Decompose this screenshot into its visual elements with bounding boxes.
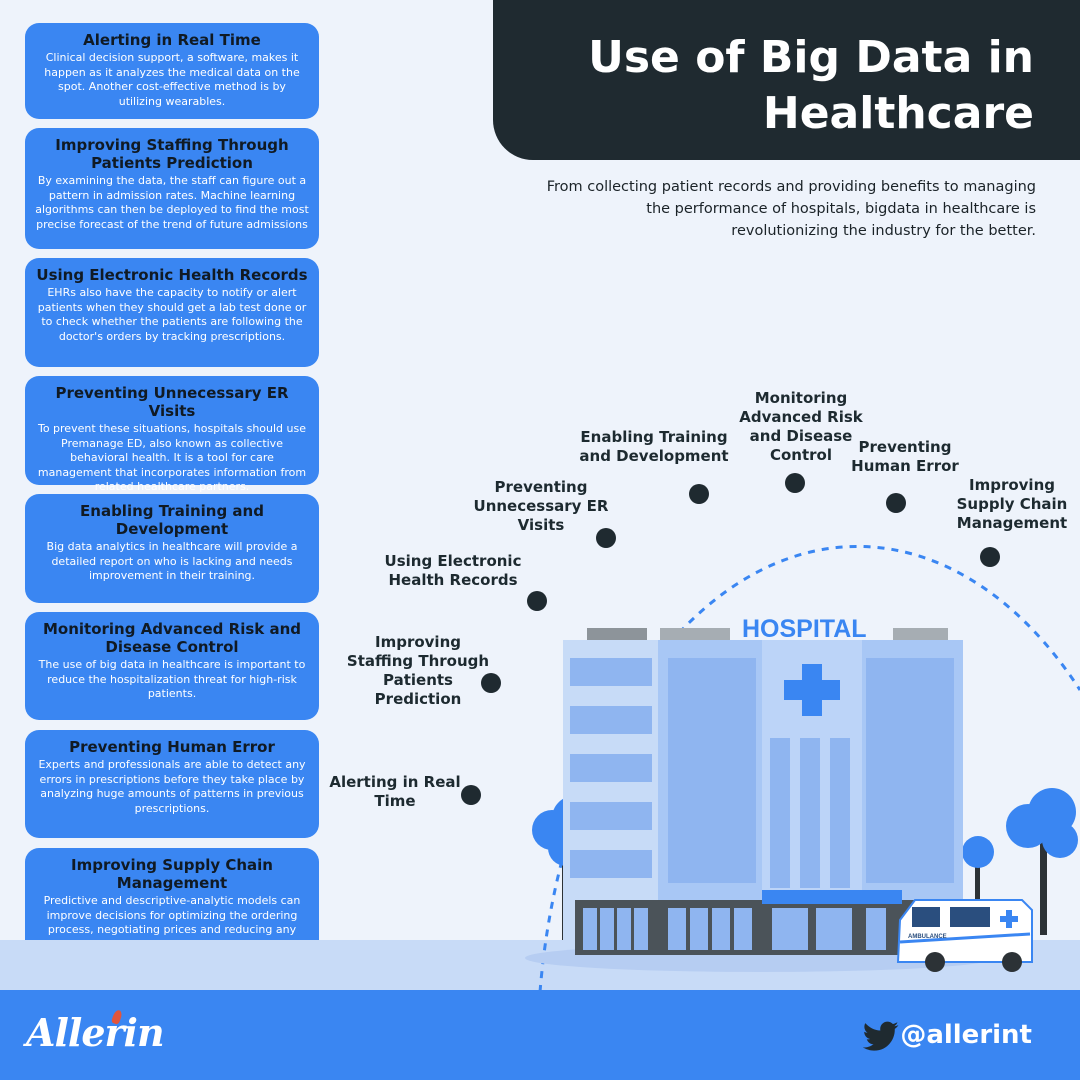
card-title: Preventing Human Error [69, 738, 275, 756]
card-electronic-health-records: Using Electronic Health Records EHRs als… [25, 258, 319, 367]
card-alerting-real-time: Alerting in Real Time Clinical decision … [25, 23, 319, 119]
card-title: Preventing Unnecessary ER Visits [55, 384, 289, 420]
card-title: Using Electronic Health Records [36, 266, 308, 284]
dot-human-error [886, 493, 906, 513]
card-body: Big data analytics in healthcare will pr… [46, 540, 298, 582]
card-body: By examining the data, the staff can fig… [35, 174, 309, 231]
card-body: EHRs also have the capacity to notify or… [37, 286, 307, 343]
card-title: Alerting in Real Time [83, 31, 261, 49]
arc-label-human-error: Preventing Human Error [851, 438, 959, 475]
dot-ehr [527, 591, 547, 611]
card-improving-staffing: Improving Staffing Through Patients Pred… [25, 128, 319, 249]
title-banner [493, 0, 1080, 160]
hospital-building [563, 628, 970, 955]
card-title: Improving Supply Chain Management [71, 856, 273, 892]
ambulance-icon [896, 899, 1033, 972]
arc-label-er-visits: Preventing Unnecessary ER Visits [473, 478, 609, 534]
twitter-handle[interactable]: @allerint [900, 1020, 1032, 1050]
allerin-logo: Allerin [26, 1010, 165, 1055]
intro-text: From collecting patient records and prov… [546, 179, 1036, 239]
arc-label-alerting: Alerting in Real Time [329, 773, 461, 810]
card-preventing-human-error: Preventing Human Error Experts and profe… [25, 730, 319, 838]
tree-small-icon [962, 836, 994, 932]
dot-alerting [461, 785, 481, 805]
dot-monitoring [785, 473, 805, 493]
card-monitoring-risk: Monitoring Advanced Risk and Disease Con… [25, 612, 319, 720]
footer-bar [0, 990, 1080, 1080]
tree-right-icon [1006, 788, 1078, 935]
hospital-sign: HOSPITAL [742, 615, 867, 643]
card-supply-chain: Improving Supply Chain Management Predic… [25, 848, 319, 957]
card-body: Clinical decision support, a software, m… [44, 51, 300, 108]
dot-er-visits [596, 528, 616, 548]
arc-label-supply-chain: Improving Supply Chain Management [956, 476, 1068, 532]
card-body: The use of big data in healthcare is imp… [38, 658, 306, 700]
card-title: Monitoring Advanced Risk and Disease Con… [42, 620, 301, 656]
dot-supply-chain [980, 547, 1000, 567]
arc-label-staffing: Improving Staffing Through Patients Pred… [346, 633, 490, 708]
dot-training [689, 484, 709, 504]
arc-label-training: Enabling Training and Development [579, 428, 729, 465]
card-body: To prevent these situations, hospitals s… [37, 422, 307, 493]
arc-label-monitoring: Monitoring Advanced Risk and Disease Con… [739, 389, 863, 464]
arc-label-ehr: Using Electronic Health Records [384, 552, 522, 589]
card-body: Experts and professionals are able to de… [38, 758, 306, 815]
timeline-illustration: HOSPITAL AMBULANCE [461, 473, 1080, 993]
card-preventing-er-visits: Preventing Unnecessary ER Visits To prev… [25, 376, 319, 493]
dot-staffing [481, 673, 501, 693]
page-title: Use of Big Data in Healthcare [588, 32, 1034, 139]
ambulance-text: AMBULANCE [908, 934, 947, 940]
card-title: Enabling Training and Development [80, 502, 264, 538]
card-training-development: Enabling Training and Development Big da… [25, 494, 319, 603]
twitter-icon [862, 1021, 899, 1051]
card-title: Improving Staffing Through Patients Pred… [55, 136, 289, 172]
